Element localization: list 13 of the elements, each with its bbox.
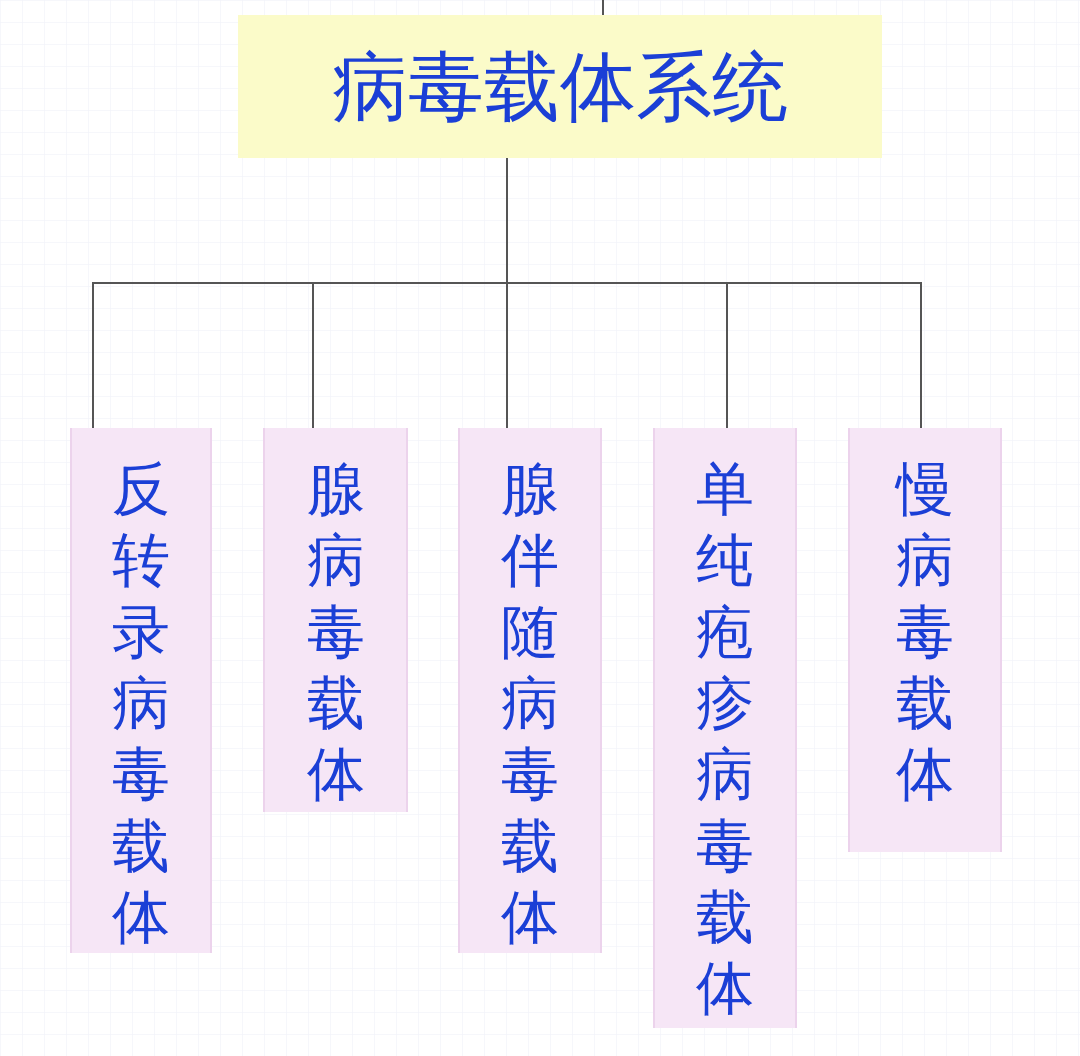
category-box — [70, 428, 212, 953]
category-box — [848, 428, 1002, 852]
category-box — [653, 428, 797, 1028]
category-text: 单纯疱疹病毒载体 — [696, 456, 754, 1024]
category-text: 反转录病毒载体 — [112, 456, 170, 952]
category-text: 腺病毒载体 — [306, 456, 365, 810]
title-box — [238, 15, 882, 158]
category-text: 腺伴随病毒载体 — [501, 456, 559, 952]
connector-line — [602, 0, 604, 16]
category-box — [263, 428, 408, 812]
category-box — [458, 428, 602, 953]
category-text: 慢病毒载体 — [896, 456, 954, 810]
title-text: 病毒载体系统 — [332, 48, 788, 125]
